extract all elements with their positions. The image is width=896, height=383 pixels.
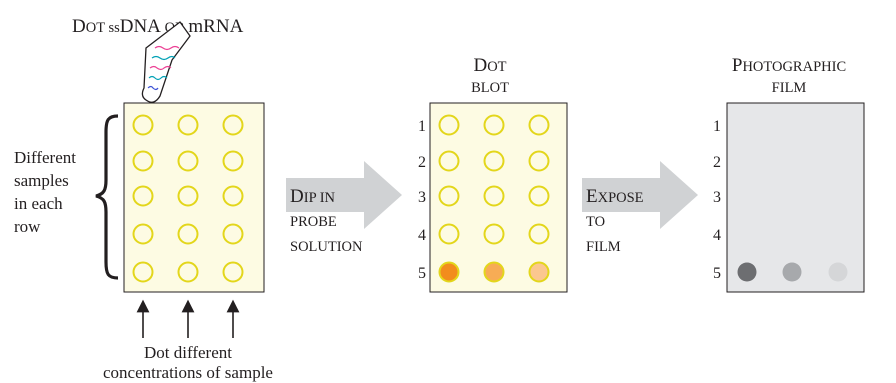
sample-dot bbox=[132, 223, 154, 245]
film-title-line1: PHOTOGRAPHIC bbox=[732, 55, 846, 76]
blot-dot bbox=[483, 150, 505, 172]
sample-dot bbox=[132, 185, 154, 207]
sample-dot bbox=[222, 261, 244, 283]
sample-tube bbox=[141, 21, 191, 103]
arrow2-line3: FILM bbox=[586, 239, 621, 255]
blot-dot bbox=[528, 150, 550, 172]
film-signal-dot bbox=[782, 262, 802, 282]
film-dots bbox=[737, 262, 848, 282]
film-signal-dot bbox=[828, 262, 848, 282]
row-number: 5 bbox=[418, 265, 426, 282]
sample-dot bbox=[132, 114, 154, 136]
arrow2-part: E bbox=[586, 186, 598, 207]
film-panel bbox=[726, 102, 865, 293]
left-label-line: in each bbox=[14, 194, 63, 213]
tube-title-part: OT bbox=[86, 20, 109, 36]
arrow2-line1: EXPOSE bbox=[586, 186, 644, 207]
tube-title: DOT ssDNA OR mRNA bbox=[72, 16, 244, 37]
blot-dot bbox=[528, 185, 550, 207]
process-arrow-1 bbox=[286, 161, 402, 229]
dot-blot-row-numbers: 1 2 3 4 5 bbox=[418, 118, 426, 282]
blot-dot bbox=[483, 185, 505, 207]
tube-title-part: DNA bbox=[120, 16, 165, 37]
tube-title-part: D bbox=[72, 16, 86, 37]
left-label-line: row bbox=[14, 217, 41, 236]
arrow1-line2: PROBE bbox=[290, 214, 337, 230]
hybridized-dot bbox=[438, 261, 460, 283]
row-number: 1 bbox=[713, 118, 721, 135]
blot-dot bbox=[528, 114, 550, 136]
sample-dot bbox=[222, 223, 244, 245]
tube-title-part: RNA bbox=[203, 16, 243, 37]
dot-blot-title-line1: DOT bbox=[473, 55, 506, 76]
sample-dot bbox=[177, 150, 199, 172]
row-number: 1 bbox=[418, 118, 426, 135]
sample-dot bbox=[132, 150, 154, 172]
left-label-line: samples bbox=[14, 171, 69, 190]
blot-dot bbox=[438, 114, 460, 136]
film-signal-dot bbox=[737, 262, 757, 282]
process-arrow-2 bbox=[582, 161, 698, 229]
sample-dot bbox=[222, 114, 244, 136]
sample-dot bbox=[177, 261, 199, 283]
blot-dot bbox=[483, 223, 505, 245]
tube-title-part: m bbox=[188, 16, 203, 37]
blot-dot bbox=[528, 223, 550, 245]
tube-title-part: ss bbox=[108, 20, 120, 36]
arrow1-line1: DIP IN bbox=[290, 186, 336, 207]
row-number: 3 bbox=[713, 189, 721, 206]
row-number: 5 bbox=[713, 265, 721, 282]
row-brace bbox=[95, 114, 119, 280]
sample-dot bbox=[177, 223, 199, 245]
sample-dot bbox=[222, 150, 244, 172]
dot-blot-title-part: D bbox=[473, 55, 487, 76]
row-number: 2 bbox=[418, 154, 426, 171]
left-label-line: Different bbox=[14, 148, 76, 167]
arrow2-part: XPOSE bbox=[598, 190, 644, 206]
hybridized-dot bbox=[528, 261, 550, 283]
sample-dot bbox=[177, 114, 199, 136]
bottom-label-line: concentrations of sample bbox=[103, 363, 273, 382]
hybridized-dot bbox=[483, 261, 505, 283]
sample-dot bbox=[222, 185, 244, 207]
arrow1-part: IP IN bbox=[304, 190, 336, 206]
sample-dot bbox=[177, 185, 199, 207]
dot-blot-dots bbox=[438, 114, 550, 283]
dot-blot-title-line2: BLOT bbox=[471, 80, 509, 96]
bottom-label-line: Dot different bbox=[144, 343, 232, 362]
film-title-part: P bbox=[732, 55, 743, 76]
row-number: 2 bbox=[713, 154, 721, 171]
film-row-numbers: 1 2 3 4 5 bbox=[713, 118, 721, 282]
dot-blot-title-part: OT bbox=[487, 59, 506, 75]
arrow1-part: D bbox=[290, 186, 304, 207]
arrow1-line3: SOLUTION bbox=[290, 239, 363, 255]
film-title-line2: FILM bbox=[772, 80, 807, 96]
row-number: 4 bbox=[713, 227, 721, 244]
blot-dot bbox=[438, 185, 460, 207]
sample-dot bbox=[132, 261, 154, 283]
blot-dot bbox=[483, 114, 505, 136]
row-number: 3 bbox=[418, 189, 426, 206]
sample-dots bbox=[132, 114, 244, 283]
blot-dot bbox=[438, 150, 460, 172]
film-title-part: HOTOGRAPHIC bbox=[742, 59, 846, 75]
row-number: 4 bbox=[418, 227, 426, 244]
blot-dot bbox=[438, 223, 460, 245]
arrow2-line2: TO bbox=[586, 214, 605, 230]
